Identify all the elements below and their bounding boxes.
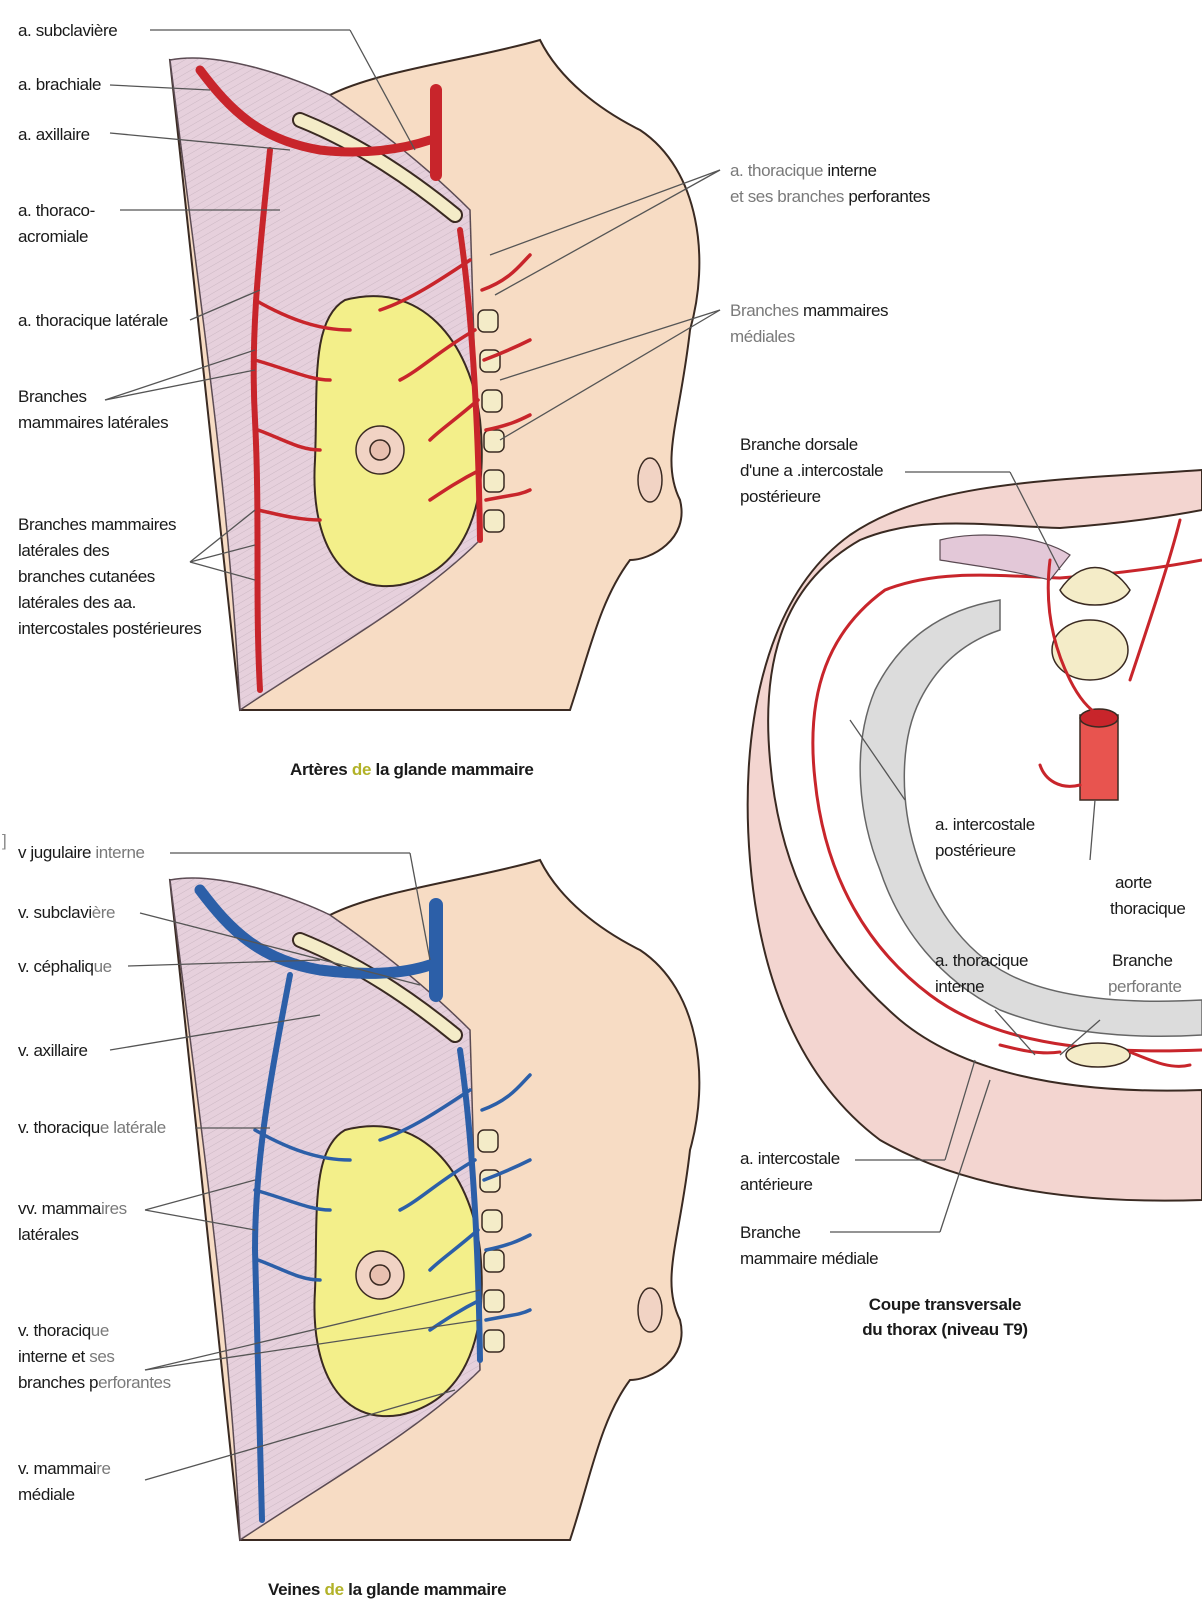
label-cephalique: v. céphalique	[18, 954, 112, 979]
label-subclaviere: a. subclavière	[18, 18, 117, 43]
veins-illustration	[110, 853, 699, 1540]
label-v-thoracique-interne-1: v. thoracique	[18, 1318, 109, 1343]
label-v-mammaire-mediale-1: v. mammaire	[18, 1456, 111, 1481]
caption-arteries: Artères de la glande mammaire	[290, 760, 534, 780]
label-aorte-2: thoracique	[1110, 896, 1185, 921]
label-jugulaire: v jugulaire interne	[18, 840, 145, 865]
label-mammaire-mediale-1: Branche	[740, 1220, 801, 1245]
caption-section-1: Coupe transversale	[840, 1295, 1050, 1315]
label-a-thoracique-interne-1: a. thoracique	[935, 948, 1028, 973]
label-perforante-1: Branche	[1112, 948, 1173, 973]
label-cutanees-3: branches cutanées	[18, 564, 155, 589]
label-thoraco-1: a. thoraco-	[18, 198, 95, 223]
label-branche-dorsale-1: Branche dorsale	[740, 432, 858, 457]
label-mammaires-mediales-1: Branches mammaires	[730, 298, 888, 323]
nipple-inner	[370, 1265, 390, 1285]
label-mammaires-mediales-2: médiales	[730, 324, 795, 349]
label-mammaire-mediale-2: mammaire médiale	[740, 1246, 878, 1271]
label-brachiale: a. brachiale	[18, 72, 101, 97]
label-vv-mammaires-2: latérales	[18, 1222, 79, 1247]
label-branches-lat-1: Branches	[18, 384, 87, 409]
label-cutanees-2: latérales des	[18, 538, 109, 563]
nipple-inner	[370, 440, 390, 460]
arteries-illustration	[105, 30, 720, 710]
label-v-mammaire-mediale-2: médiale	[18, 1482, 75, 1507]
label-aorte-1: aorte	[1115, 870, 1152, 895]
label-cutanees-1: Branches mammaires	[18, 512, 176, 537]
spinal-muscles	[940, 535, 1070, 580]
label-a-thoracique-interne-2: interne	[935, 974, 984, 999]
label-v-axillaire: v. axillaire	[18, 1038, 88, 1063]
label-v-thoracique-interne-3: branches perforantes	[18, 1370, 171, 1395]
label-v-thoracique-interne-2: interne et ses	[18, 1344, 114, 1369]
label-axillaire: a. axillaire	[18, 122, 90, 147]
label-v-subclaviere: v. subclavière	[18, 900, 115, 925]
label-branche-dorsale-2: d'une a .intercostale	[740, 458, 883, 483]
contralateral-nipple	[638, 1288, 662, 1332]
label-perforante-2: perforante	[1108, 974, 1182, 999]
vertebra-body	[1052, 620, 1128, 680]
label-branche-dorsale-3: postérieure	[740, 484, 821, 509]
label-v-thoracique-laterale: v. thoracique latérale	[18, 1115, 166, 1140]
caption-section-2: du thorax (niveau T9)	[840, 1320, 1050, 1340]
label-thoraco-2: acromiale	[18, 224, 88, 249]
label-vv-mammaires-1: vv. mammaires	[18, 1196, 127, 1221]
label-thoracique-laterale: a. thoracique latérale	[18, 308, 168, 333]
sternum	[1066, 1043, 1130, 1067]
contralateral-nipple	[638, 458, 662, 502]
label-cutanees-5: intercostales postérieures	[18, 616, 201, 641]
label-ic-anterieure-1: a. intercostale	[740, 1146, 840, 1171]
label-cutanees-4: latérales des aa.	[18, 590, 136, 615]
label-ic-anterieure-2: antérieure	[740, 1172, 813, 1197]
caption-veins: Veines de la glande mammaire	[268, 1580, 506, 1600]
label-ic-posterieure-1: a. intercostale	[935, 812, 1035, 837]
label-thoracique-interne-2: et ses branches perforantes	[730, 184, 930, 209]
label-thoracique-interne-1: a. thoracique interne	[730, 158, 877, 183]
aorta-top	[1080, 709, 1118, 727]
stray-bracket: ]	[2, 828, 6, 853]
label-ic-posterieure-2: postérieure	[935, 838, 1016, 863]
label-branches-lat-2: mammaires latérales	[18, 410, 168, 435]
